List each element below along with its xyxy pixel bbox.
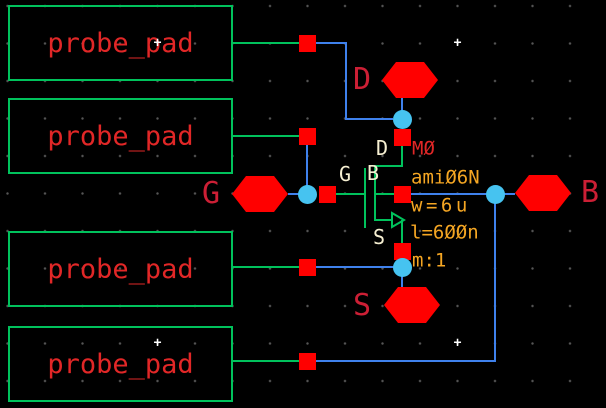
nmos-drain-lead[interactable] (375, 146, 403, 167)
probe-pad-instance-3[interactable]: probe_pad (8, 231, 233, 307)
terminal-square-pad2[interactable] (298, 127, 316, 145)
terminal-square-pad4[interactable] (298, 352, 316, 370)
junction-dot-drain[interactable] (392, 109, 412, 129)
net-wire-bulk-to-pad4[interactable] (316, 203, 496, 362)
terminal-label-source: S (372, 225, 386, 249)
probe-pad-label: probe_pad (47, 253, 194, 285)
pin-label-source: S (352, 288, 372, 323)
terminal-square-bulk[interactable] (393, 185, 411, 203)
pin-label-bulk: B (580, 175, 600, 210)
grid-major-marker-icon: + (153, 335, 162, 351)
length-label: l=6ØØn (410, 221, 479, 244)
net-wire-drain[interactable] (316, 42, 393, 120)
pin-label-drain: D (352, 62, 372, 97)
pin-hexagon-gate[interactable] (232, 176, 288, 212)
terminal-label-gate: G (338, 162, 352, 186)
terminal-square-source[interactable] (393, 242, 411, 260)
probe-pad-label: probe_pad (47, 348, 194, 380)
grid-major-marker-icon: + (453, 35, 462, 51)
terminal-square-drain[interactable] (393, 128, 411, 146)
pin-label-gate: G (201, 176, 221, 211)
terminal-square-pad1[interactable] (298, 34, 316, 52)
junction-dot-source[interactable] (392, 257, 412, 277)
nmos-source-arrow-icon (391, 211, 406, 229)
probe-pad-instance-4[interactable]: probe_pad (8, 326, 233, 402)
nmos-transistor-symbol[interactable] (336, 146, 406, 243)
pin-hexagon-source[interactable] (384, 287, 440, 323)
instance-name-label: MØ (412, 137, 435, 160)
grid-major-marker-icon: + (453, 335, 462, 351)
terminal-square-gate[interactable] (318, 185, 336, 203)
terminal-label-drain: D (375, 136, 389, 160)
probe-pad-label: probe_pad (47, 27, 194, 59)
width-label: w=6u (411, 194, 471, 217)
junction-dot-gate[interactable] (297, 184, 317, 204)
probe-pad-instance-1[interactable]: probe_pad (8, 5, 233, 81)
multiplier-label: m:1 (412, 249, 447, 272)
terminal-label-bulk: B (366, 161, 380, 185)
pin-hexagon-bulk[interactable] (515, 175, 571, 211)
terminal-square-pad3[interactable] (298, 258, 316, 276)
model-name-label: amiØ6N (411, 166, 480, 189)
probe-pad-instance-2[interactable]: probe_pad (8, 98, 233, 174)
probe-pad-label: probe_pad (47, 120, 194, 152)
pin-hexagon-drain[interactable] (382, 62, 438, 98)
grid-major-marker-icon: + (153, 35, 162, 51)
junction-dot-bulk[interactable] (485, 184, 505, 204)
